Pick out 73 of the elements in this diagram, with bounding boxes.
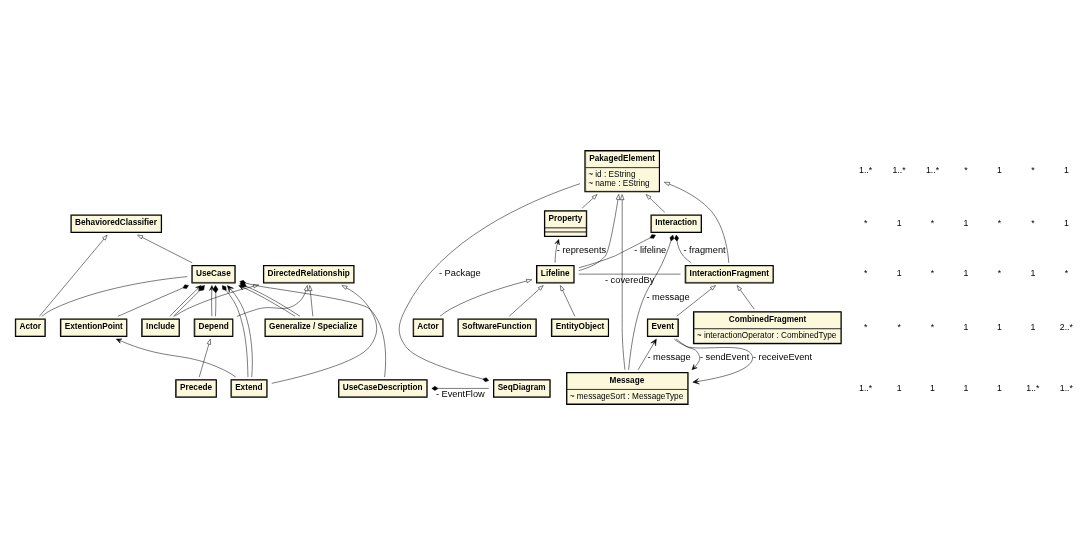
arrow: [560, 284, 576, 317]
label: 1: [963, 321, 969, 332]
label: *: [930, 321, 935, 332]
arrow: [676, 284, 716, 317]
edge-label: - fragment: [683, 244, 726, 255]
arrow: [620, 193, 626, 370]
arrow: [645, 193, 666, 213]
arrow: [308, 284, 314, 317]
label: *: [997, 267, 1002, 278]
arrow: [554, 238, 560, 263]
edge-label: - sendEvent: [699, 351, 750, 362]
edge-label: - message: [646, 291, 690, 302]
label: *: [863, 267, 868, 278]
label: *: [1031, 164, 1035, 175]
arrow: [137, 234, 193, 263]
label: *: [897, 321, 901, 332]
connector: [578, 233, 656, 268]
arrow: [674, 338, 753, 384]
edge-label: - coveredBy: [604, 274, 655, 285]
label: *: [997, 217, 1002, 228]
arrow: [508, 284, 544, 317]
arrow: [664, 181, 730, 263]
label: 1..*: [859, 164, 873, 175]
label: 1: [997, 321, 1002, 332]
edge-label: - represents: [556, 244, 607, 255]
label: 1: [963, 267, 969, 278]
label: *: [964, 164, 968, 175]
label: 1: [997, 164, 1002, 175]
label: 1..*: [892, 164, 906, 175]
label: 1: [963, 217, 969, 228]
connector: [431, 385, 489, 391]
arrow: [439, 278, 532, 316]
label: *: [1031, 217, 1035, 228]
arrow: [39, 234, 108, 317]
connector: [398, 182, 581, 382]
edge-label: - message: [647, 351, 691, 362]
label: 1: [930, 382, 935, 393]
label: *: [930, 217, 935, 228]
label: 1: [1063, 164, 1069, 175]
edge-label: - Package: [438, 267, 481, 278]
arrow: [209, 284, 215, 317]
arrow: [675, 338, 700, 370]
connector: [117, 284, 189, 317]
label: 1: [1030, 267, 1036, 278]
arrow: [736, 284, 755, 309]
label: 1: [896, 217, 902, 228]
label: 1..*: [925, 164, 940, 175]
edge-label: - EventFlow: [435, 388, 485, 399]
edge-label: - lifeline: [634, 244, 667, 255]
label: 1..*: [859, 382, 873, 393]
label: 1..*: [1026, 382, 1040, 393]
arrow: [578, 193, 621, 271]
label: *: [1064, 267, 1069, 278]
label: 1: [896, 382, 902, 393]
label: 1: [963, 382, 969, 393]
arrow: [581, 193, 598, 208]
arrow: [637, 338, 657, 370]
connector: [212, 284, 219, 317]
label: 1: [1030, 321, 1036, 332]
label: 1: [1063, 217, 1069, 228]
edge-label: - receiveEvent: [752, 351, 813, 362]
label: *: [863, 321, 868, 332]
connector: [628, 234, 675, 370]
arrow: [271, 284, 377, 384]
arrow: [116, 338, 236, 377]
label: 2..*: [1059, 321, 1073, 332]
arrow: [198, 338, 211, 377]
label: 1: [997, 382, 1002, 393]
label: 1: [896, 267, 902, 278]
connector: [674, 234, 692, 263]
label: 1..*: [1059, 382, 1073, 393]
label: *: [863, 217, 868, 228]
label: *: [930, 267, 935, 278]
